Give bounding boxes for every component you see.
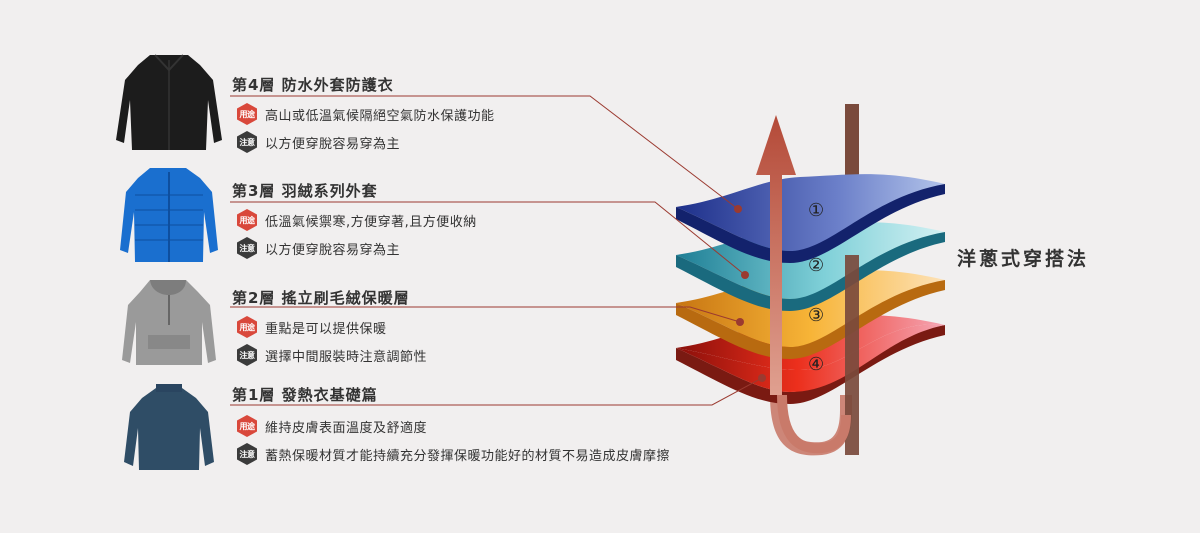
navy-base-layer <box>124 384 214 470</box>
layer-1-sheet <box>676 325 945 404</box>
layer-3-use-row: 用途 低溫氣候禦寒,方便穿著,且方便收納 <box>237 209 477 231</box>
layer-4-use-row: 用途 高山或低溫氣候隔絕空氣防水保護功能 <box>237 103 495 125</box>
layer-4-note-row: 注意 以方便穿脫容易穿為主 <box>237 131 400 153</box>
black-shell-jacket <box>116 54 222 150</box>
method-title: 洋蔥式穿搭法 <box>957 248 1090 270</box>
layer-1-note-text: 蓄熱保暖材質才能持續充分發揮保暖功能好的材質不易造成皮膚摩擦 <box>265 448 671 464</box>
layer-1-number: ④ <box>808 354 824 375</box>
use-badge: 用途 <box>237 103 257 125</box>
note-badge: 注意 <box>237 131 257 153</box>
note-badge: 注意 <box>237 344 257 366</box>
layer-2-note-row: 注意 選擇中間服裝時注意調節性 <box>237 344 427 366</box>
layer-3-title: 第3層 羽絨系列外套 <box>232 182 378 200</box>
blue-down-jacket <box>120 168 218 262</box>
brown-line-front <box>845 255 859 455</box>
use-badge: 用途 <box>237 415 257 437</box>
use-badge: 用途 <box>237 316 257 338</box>
note-badge: 注意 <box>237 237 257 259</box>
use-badge: 用途 <box>237 209 257 231</box>
layer-4-title: 第4層 防水外套防護衣 <box>232 76 394 94</box>
leader-lines <box>230 95 763 406</box>
layer-4-use-text: 高山或低溫氣候隔絕空氣防水保護功能 <box>265 108 495 124</box>
layer-1-note-row: 注意 蓄熱保暖材質才能持續充分發揮保暖功能好的材質不易造成皮膚摩擦 <box>237 443 670 465</box>
layer-2-use-row: 用途 重點是可以提供保暖 <box>237 316 387 338</box>
layer-3-use-text: 低溫氣候禦寒,方便穿著,且方便收納 <box>265 214 477 230</box>
layer-4-note-text: 以方便穿脫容易穿為主 <box>265 136 401 152</box>
layer-3-number: ② <box>808 255 824 276</box>
layer-1-use-row: 用途 維持皮膚表面溫度及舒適度 <box>237 415 427 437</box>
layer-2-number: ③ <box>808 305 824 326</box>
layer-3-note-text: 以方便穿脫容易穿為主 <box>265 242 401 258</box>
note-badge: 注意 <box>237 443 257 465</box>
grey-fleece-hoodie <box>122 280 216 365</box>
layer-2-title: 第2層 搖立刷毛絨保暖層 <box>232 289 410 307</box>
layer-4-surface <box>676 174 945 251</box>
layer-2-use-text: 重點是可以提供保暖 <box>265 321 387 337</box>
upward-arrow <box>756 115 796 395</box>
leader-dots <box>734 205 766 382</box>
layer-2-note-text: 選擇中間服裝時注意調節性 <box>265 349 428 365</box>
layer-4-number: ① <box>808 200 824 221</box>
layer-3-note-row: 注意 以方便穿脫容易穿為主 <box>237 237 400 259</box>
layer-1-surface <box>676 324 945 392</box>
layer-1-title: 第1層 發熱衣基礎篇 <box>232 386 378 404</box>
layer-1-use-text: 維持皮膚表面溫度及舒適度 <box>265 420 428 436</box>
